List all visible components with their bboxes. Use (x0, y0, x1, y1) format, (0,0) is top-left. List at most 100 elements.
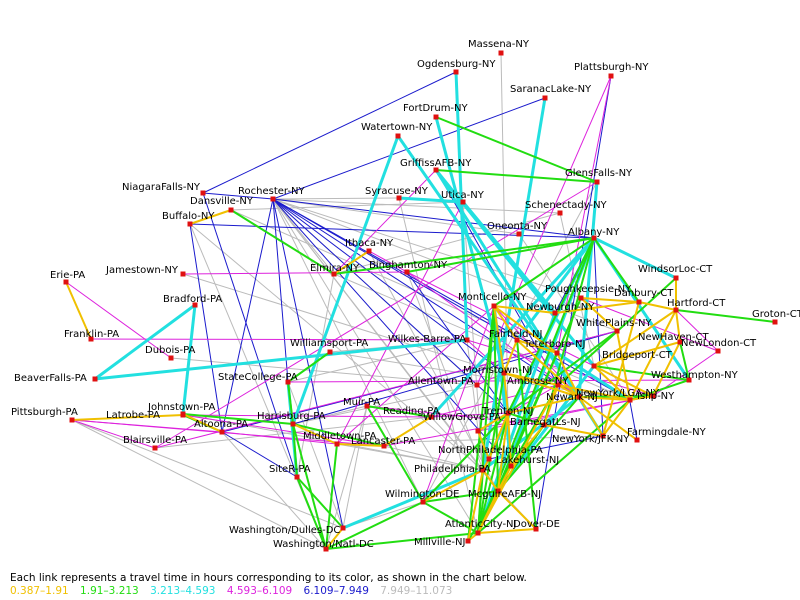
link-Wilkes-Barre-PA-StateCollege-PA (287, 339, 468, 383)
node-BeaverFalls-PA (92, 376, 98, 382)
link-Ambrose-NY-AtlanticCity-NJ (477, 384, 559, 534)
node-label-Newark-NJ: Newark-NJ (546, 392, 598, 403)
link-Monticello-NY-Millville-NJ (467, 305, 495, 542)
link-NewHaven-CT-Bridgeport-CT (593, 341, 681, 367)
link-Rochester-NY-McguireAFB-NJ (272, 198, 499, 492)
node-label-Poughkeepsie-NY: Poughkeepsie-NY (545, 284, 632, 295)
link-Monticello-NY-McguireAFB-NJ (493, 305, 499, 492)
node-Ithaca-NY (366, 248, 372, 254)
node-label-Muir-PA: Muir-PA (343, 397, 380, 408)
node-label-WhitePlains-NY: WhitePlains-NY (576, 318, 652, 329)
node-label-StateCollege-PA: StateCollege-PA (218, 372, 298, 383)
link-Plattsburgh-NY-Allentown-PA (476, 75, 612, 386)
legend-item-2: 3.213–4.593 (150, 585, 216, 597)
node-Dubois-PA (168, 355, 174, 361)
link-Muir-PA-Washington/Dulles-DC (342, 405, 368, 529)
node-label-NiagaraFalls-NY: NiagaraFalls-NY (122, 182, 201, 193)
link-Rochester-NY-Syracuse-NY (272, 197, 400, 200)
link-Teterboro-NJ-NewYork/LGA-NY (556, 351, 631, 402)
link-SiteR-PA-Washington/Natl-DC (296, 476, 327, 550)
node-Ambrose-NY (555, 382, 561, 388)
link-Buffalo-NY-Dansville-NY (189, 209, 232, 225)
link-Schenectady-NY-Bridgeport-CT (559, 212, 595, 367)
link-Danbury-CT-Newburgh-NY (554, 301, 640, 314)
link-Rochester-NY-Schenectady-NY (272, 198, 561, 214)
link-Danbury-CT-NewYork/JFK-NY (602, 301, 640, 437)
link-McguireAFB-NJ-AtlanticCity-NJ (477, 490, 499, 534)
node-Danbury-CT (636, 299, 642, 305)
node-label-FortDrum-NY: FortDrum-NY (403, 103, 469, 114)
caption-text: Each link represents a travel time in ho… (10, 572, 527, 584)
link-Trenton-NJ-Lakehurst-NJ (507, 412, 512, 467)
node-label-Elmira-NY: Elmira-NY (310, 263, 360, 274)
node-Lakehurst-NJ (508, 463, 514, 469)
link-Rochester-NY-Fairfield-NJ (272, 198, 518, 341)
node-label-Allentown-PA: Allentown-PA (408, 376, 473, 387)
link-Lancaster-PA-Philadelphia-PA (383, 445, 484, 471)
node-Middletown-PA (334, 441, 340, 447)
link-BeaverFalls-PA-Wilkes-Barre-PA (94, 338, 468, 381)
link-Hartford-CT-NewHaven-CT (675, 309, 681, 343)
node-label-Ogdensburg-NY: Ogdensburg-NY (417, 59, 496, 70)
link-Harrisburg-PA-Middletown-PA (292, 423, 338, 445)
network-graph: Massena-NYPlattsburgh-NYOgdensburg-NYSar… (11, 39, 800, 552)
link-Albany-NY-Danbury-CT (593, 237, 640, 303)
link-Newark-NJ-Farmingdale-NY (578, 396, 638, 441)
link-Reading-PA-Lancaster-PA (383, 416, 432, 447)
link-GlensFalls-NY-Newark-NJ (577, 181, 599, 398)
link-Bridgeport-CT-McguireAFB-NJ (496, 365, 596, 492)
node-label-Farmingdale-NY: Farmingdale-NY (627, 427, 707, 438)
node-Allentown-PA (474, 382, 480, 388)
link-Schenectady-NY-Elmira-NY (333, 212, 561, 275)
node-label-NewHaven-CT: NewHaven-CT (638, 332, 709, 343)
node-label-Harrisburg-PA: Harrisburg-PA (257, 411, 326, 422)
link-Trenton-NJ-McguireAFB-NJ (497, 412, 509, 492)
node-Jamestown-NY (180, 271, 186, 277)
node-label-Danbury-CT: Danbury-CT (614, 288, 674, 299)
link-Pittsburgh-PA-Latrobe-PA (71, 414, 184, 421)
node-label-GriffissAFB-NY: GriffissAFB-NY (400, 158, 472, 169)
link-Fairfield-NJ-Morristown-NJ (503, 339, 518, 374)
node-label-Watertown-NY: Watertown-NY (361, 122, 433, 133)
link-WhitePlains-NY-NewYork/LGA-NY (616, 330, 631, 401)
node-Poughkeepsie-NY (578, 295, 584, 301)
node-label-Lakehurst-NJ: Lakehurst-NJ (496, 455, 559, 466)
link-SaranacLake-NY-Philadelphia-PA (481, 97, 547, 471)
link-Johnstown-PA-Harrisburg-PA (182, 413, 294, 425)
node-label-Syracuse-NY: Syracuse-NY (365, 186, 429, 197)
link-BarnegatLs-NJ-NewYork/JFK-NY (543, 424, 604, 437)
node-label-Wilmington-DE: Wilmington-DE (385, 489, 459, 500)
link-Williamsport-PA-StateCollege-PA (287, 351, 331, 383)
node-Massena-NY (498, 50, 504, 56)
node-label-Utica-NY: Utica-NY (441, 190, 485, 201)
link-Fairfield-NJ-Dover-DE (516, 339, 537, 530)
link-StateCollege-PA-Washington/Dulles-DC (287, 381, 344, 529)
link-NewYork/LGA-NY-AtlanticCity-NJ (477, 399, 631, 534)
link-Erie-PA-Dubois-PA (65, 281, 172, 359)
link-Morristown-NJ-Trenton-NJ (503, 372, 509, 414)
node-label-Binghamton-NY: Binghamton-NY (369, 260, 448, 271)
link-StateCollege-PA-Harrisburg-PA (287, 381, 294, 425)
node-Hartford-CT (673, 307, 679, 313)
link-Latrobe-PA-Lancaster-PA (182, 414, 385, 447)
link-Monticello-NY-Fairfield-NJ (493, 305, 518, 341)
link-Hartford-CT-Bridgeport-CT (593, 309, 677, 367)
link-Utica-NY-Dansville-NY (230, 201, 464, 211)
link-Albany-NY-Binghamton-NY (406, 237, 595, 273)
link-Latrobe-PA-Reading-PA (182, 414, 432, 418)
link-Bridgeport-CT-NewYork/LGA-NY (593, 365, 631, 401)
node-Erie-PA (63, 279, 69, 285)
link-Middletown-PA-Lancaster-PA (336, 443, 385, 447)
node-Westhampton-NY (686, 377, 692, 383)
node-Philadelphia-PA (480, 467, 486, 473)
node-FortDrum-NY (433, 114, 439, 120)
link-Hartford-CT-NewLondon-CT (675, 309, 719, 352)
node-label-SaranacLake-NY: SaranacLake-NY (510, 84, 592, 95)
legend-item-3: 4.593–6.109 (226, 585, 293, 597)
node-AtlanticCity-NJ (475, 530, 481, 536)
node-label-GlensFalls-NY: GlensFalls-NY (565, 168, 633, 179)
link-NewYork/LGA-NY-Newark-NJ (578, 396, 631, 401)
node-label-Islip-NY: Islip-NY (637, 391, 675, 402)
link-Washington/Dulles-DC-Washington/Natl-DC (325, 527, 344, 550)
